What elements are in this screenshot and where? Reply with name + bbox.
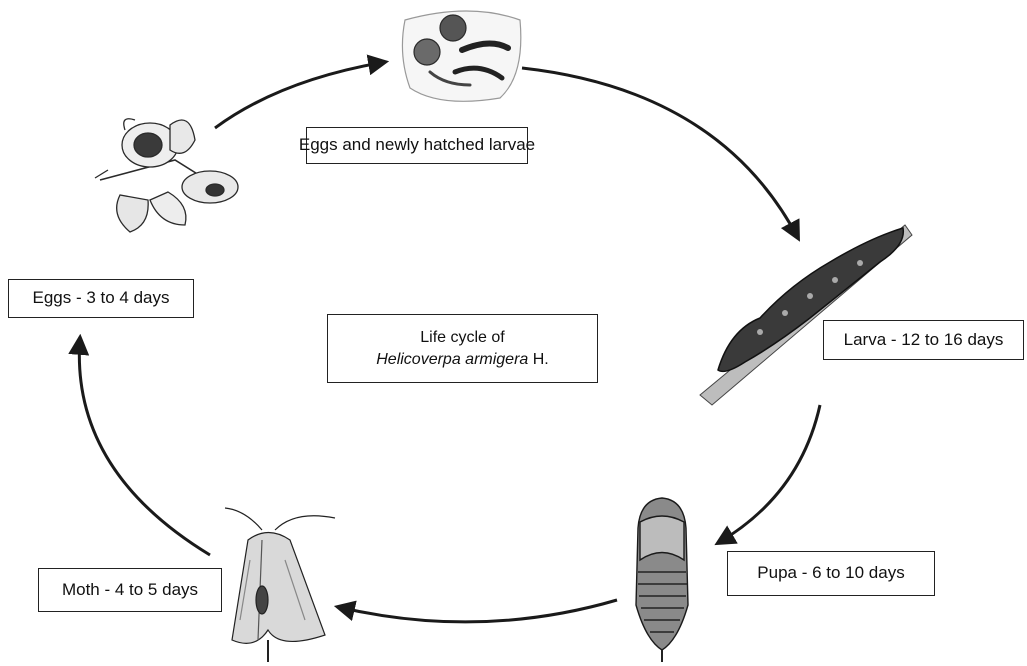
center-title: Life cycle of Helicoverpa armigera H. xyxy=(327,314,598,383)
label-eggs-hatched-text: Eggs and newly hatched larvae xyxy=(299,135,535,155)
title-line2: Helicoverpa armigera H. xyxy=(376,349,549,371)
label-moth-text: Moth - 4 to 5 days xyxy=(62,580,198,600)
title-species: Helicoverpa armigera xyxy=(376,351,528,368)
title-line1: Life cycle of xyxy=(420,327,504,349)
larva-illustration xyxy=(700,225,912,405)
title-author: H. xyxy=(533,351,549,368)
label-pupa-text: Pupa - 6 to 10 days xyxy=(757,563,904,583)
arrow-eggs-to-hatched xyxy=(215,62,385,128)
label-moth: Moth - 4 to 5 days xyxy=(38,568,222,612)
eggs-on-leaves-illustration xyxy=(95,119,238,232)
arrow-larva-to-pupa xyxy=(718,405,820,543)
eggs-hatched-illustration xyxy=(402,11,520,101)
pupa-illustration xyxy=(636,498,688,662)
label-eggs-hatched: Eggs and newly hatched larvae xyxy=(306,127,528,164)
label-pupa: Pupa - 6 to 10 days xyxy=(727,551,935,596)
arrow-moth-to-eggs xyxy=(79,338,210,555)
arrow-pupa-to-moth xyxy=(338,600,617,622)
moth-illustration xyxy=(225,508,335,662)
label-larva: Larva - 12 to 16 days xyxy=(823,320,1024,360)
label-eggs-text: Eggs - 3 to 4 days xyxy=(32,288,169,308)
label-eggs: Eggs - 3 to 4 days xyxy=(8,279,194,318)
label-larva-text: Larva - 12 to 16 days xyxy=(844,330,1004,350)
arrow-hatched-to-larva xyxy=(522,68,798,238)
